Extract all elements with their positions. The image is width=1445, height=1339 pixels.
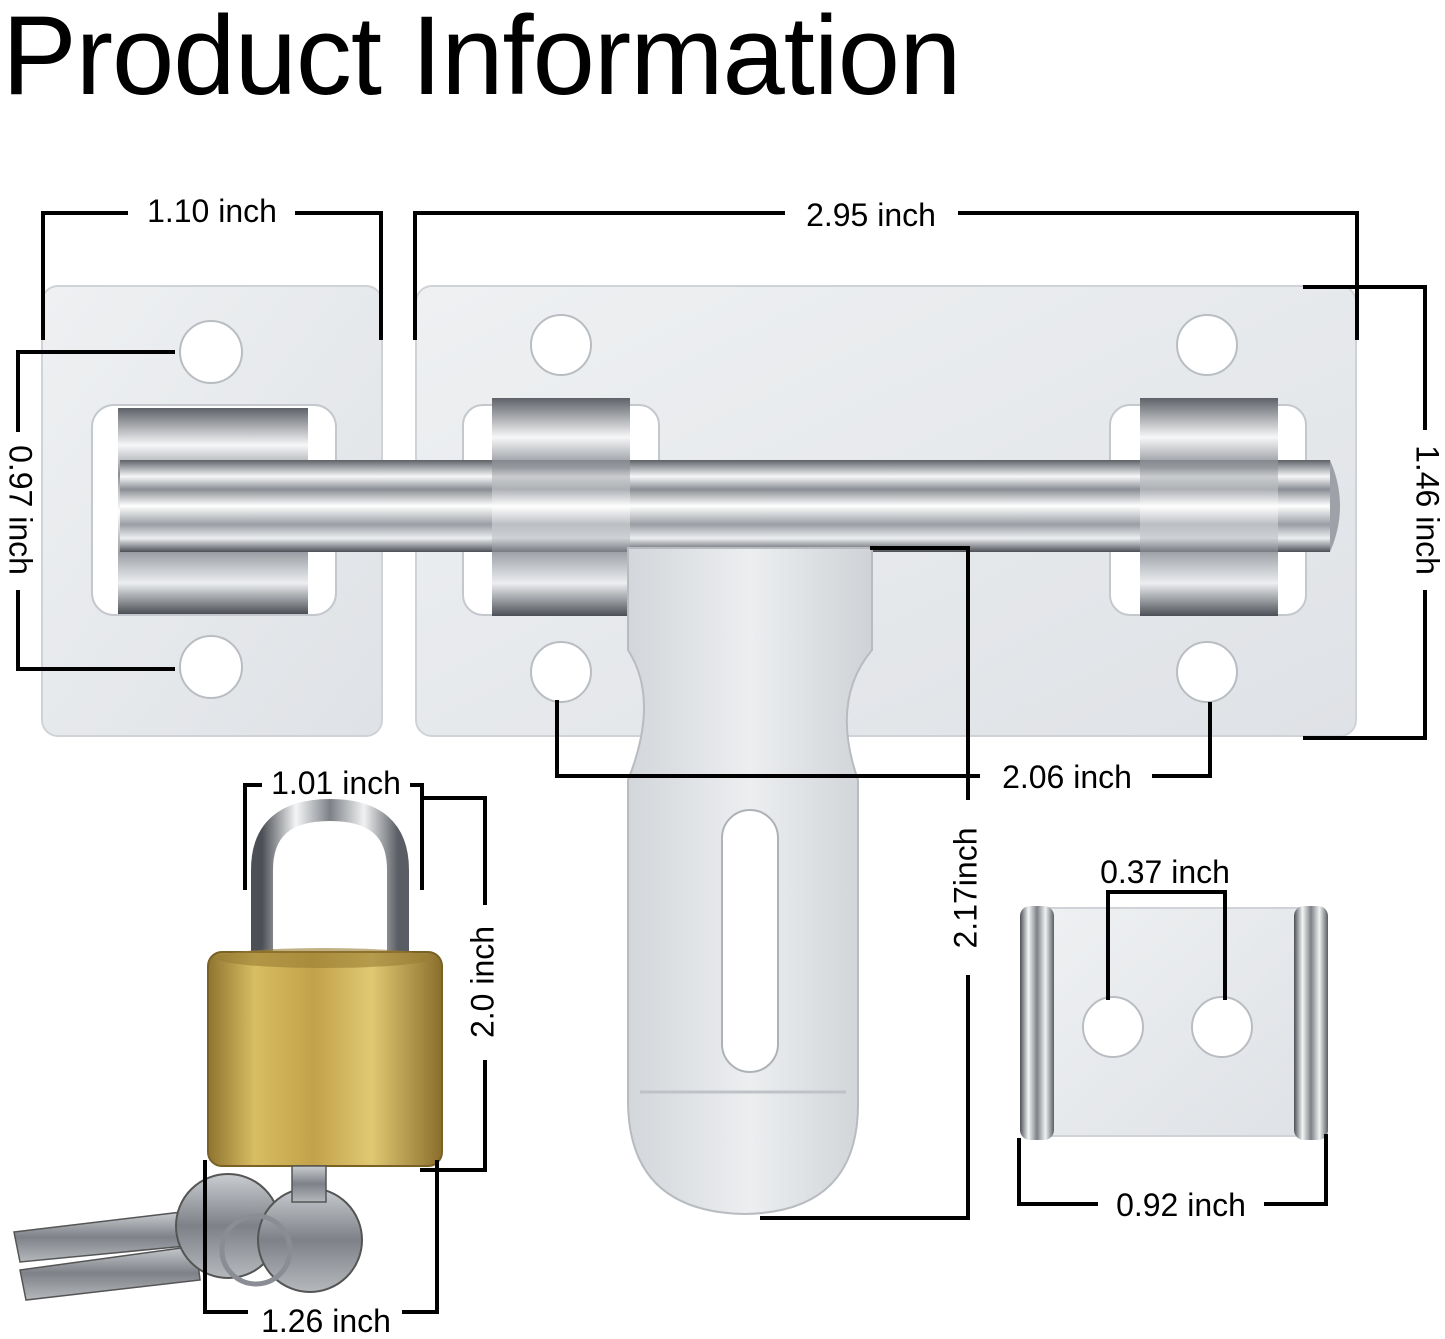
lock-body-width-label: 1.26 inch [261, 1303, 391, 1339]
bolt-rod [120, 398, 1340, 616]
plate-hole-spacing-label: 2.06 inch [1002, 759, 1132, 795]
mount-hole-spacing-label: 0.97 inch [3, 445, 39, 575]
hasp [627, 547, 873, 1216]
keeper-hole-spacing-label: 0.37 inch [1100, 854, 1230, 890]
lock-height-label: 2.0 inch [464, 926, 500, 1038]
padlock [207, 798, 443, 1167]
lock-shackle-width-label: 1.01 inch [271, 765, 401, 801]
keeper [1020, 906, 1328, 1140]
keys [13, 1165, 363, 1301]
plate-height-label: 1.46 inch [1410, 445, 1445, 575]
page-title: Product Information [2, 0, 961, 118]
dimension-lines [16, 211, 1427, 1314]
keeper-width-label: 0.92 inch [1116, 1187, 1246, 1223]
mount-plate-width-label: 1.10 inch [147, 193, 277, 229]
hasp-length-label: 2.17inch [947, 828, 983, 949]
bolt-body-length-label: 2.95 inch [806, 197, 936, 233]
